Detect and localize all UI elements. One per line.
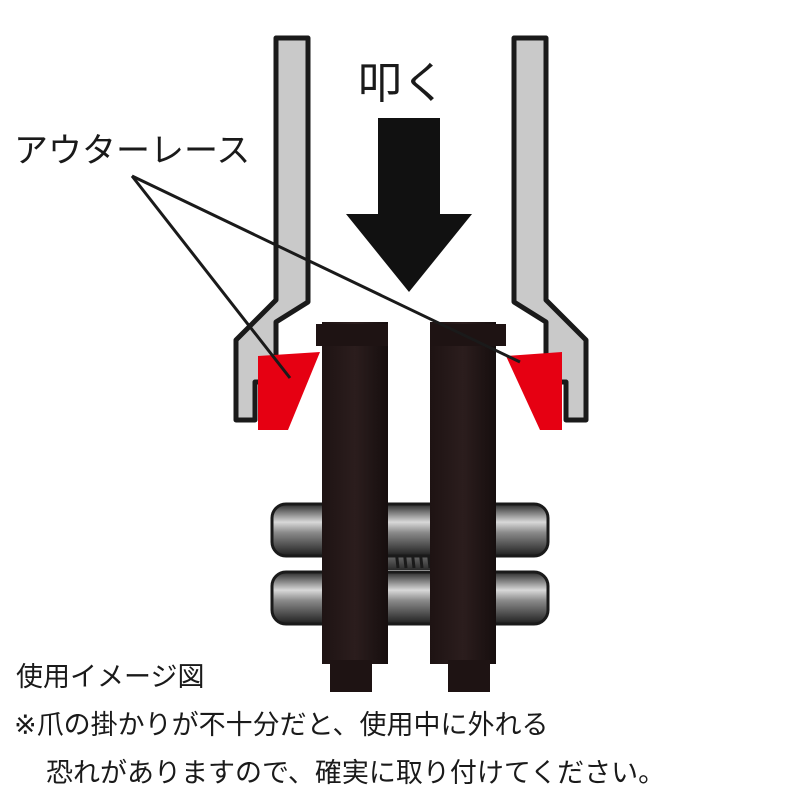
jaw-right-arm (430, 322, 496, 664)
jaw-left-bolt (330, 660, 372, 692)
jaw-right (430, 322, 506, 692)
outer-race-right (506, 352, 562, 430)
jaw-right-hook (430, 324, 506, 346)
outer-race-left (258, 352, 320, 430)
arrow-down-icon (346, 118, 472, 292)
outer-race-label: アウターレース (14, 131, 250, 171)
leader-lines (130, 174, 521, 379)
strike-label: 叩く (358, 58, 446, 109)
leader-line-right (131, 174, 521, 364)
jaw-left-arm (322, 322, 388, 664)
housing-right-wall (511, 35, 589, 423)
guide-shaft-bottom (270, 570, 550, 626)
jaw-left-hook (316, 324, 388, 346)
caption-note-line2: 恐れがありますので、確実に取り付けてください。 (46, 758, 665, 789)
caption-note-line1: ※爪の掛かりが不十分だと、使用中に外れる (14, 710, 549, 741)
jaw-right-bolt (448, 660, 490, 692)
caption-title: 使用イメージ図 (16, 662, 204, 693)
guide-shaft-top (270, 502, 550, 558)
jaw-left (316, 322, 388, 692)
housing-right (511, 35, 589, 423)
leader-line-left (130, 175, 292, 379)
